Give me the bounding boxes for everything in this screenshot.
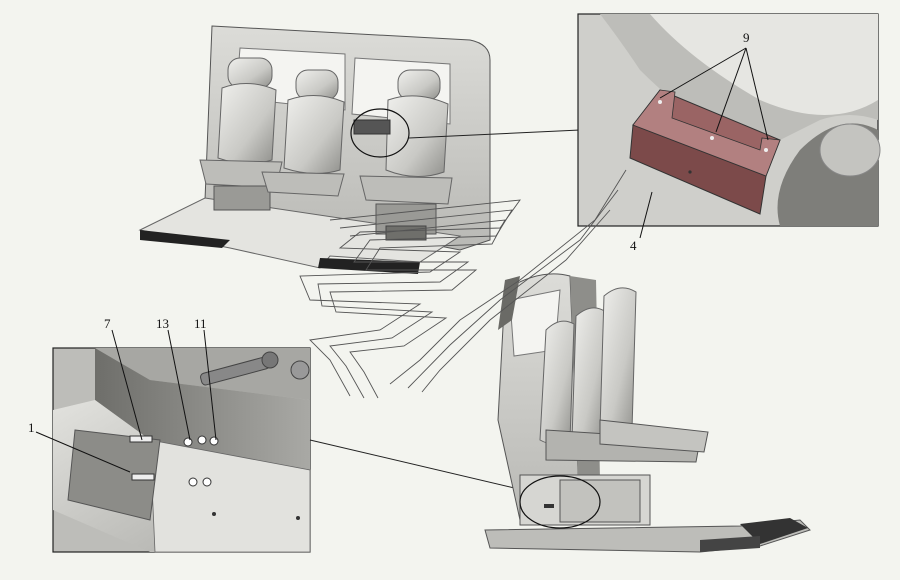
bolts — [129, 435, 300, 520]
cabin-side-view — [484, 273, 811, 553]
callout-13: 13 — [156, 316, 169, 331]
mounting-bracket — [629, 89, 781, 215]
detail-circle-top — [350, 108, 410, 158]
callout-1: 1 — [28, 420, 35, 435]
callout-9: 9 — [743, 30, 750, 45]
leader-line — [309, 439, 524, 491]
fastener-detail-panel — [52, 347, 311, 553]
callout-4: 4 — [630, 238, 637, 253]
callout-11: 11 — [194, 316, 207, 331]
seat-right — [359, 69, 453, 241]
seat-left — [199, 57, 283, 211]
mesh-panel — [353, 119, 391, 135]
cabin-seats-overview — [138, 25, 491, 274]
detail-circle-bottom — [519, 475, 601, 529]
callout-labels: 9 4 7 13 11 1 — [28, 30, 750, 435]
callout-7: 7 — [104, 316, 111, 331]
guide-lines — [299, 169, 627, 399]
callout-leaders — [35, 47, 769, 473]
seat-middle — [261, 69, 345, 197]
bracket-detail-panel — [577, 13, 881, 227]
leader-line — [408, 129, 581, 139]
